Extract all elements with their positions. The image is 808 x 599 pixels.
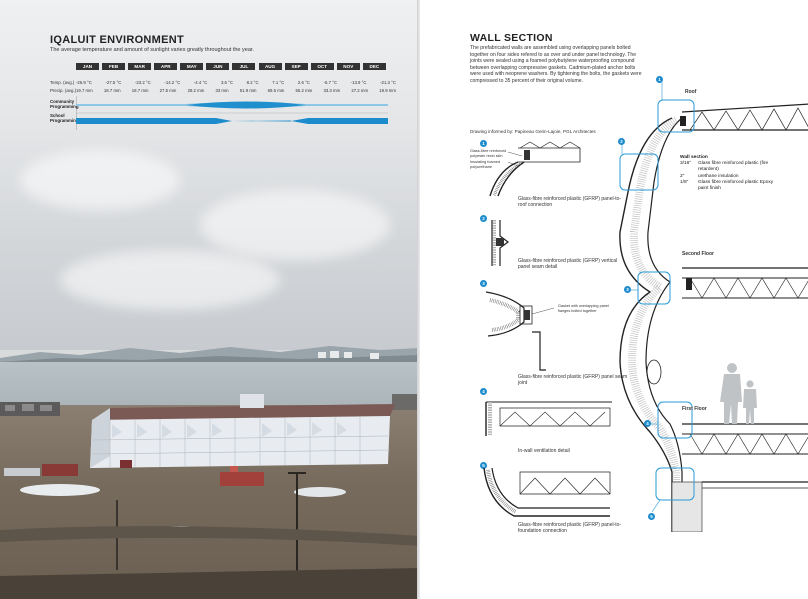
month-label: APR — [154, 63, 178, 70]
temp-value: -14.2 °C — [164, 80, 181, 85]
detail-caption: Glass-fibre reinforced plastic (GFRP) pa… — [518, 522, 622, 534]
layer-thickness: 2" — [680, 173, 685, 179]
detail-caption: Glass-fibre reinforced plastic (GFRP) pa… — [518, 374, 628, 386]
temp-value: -4.4 °C — [193, 80, 208, 85]
precip-value: 19.9 mm — [379, 88, 396, 93]
month-label: JUN — [206, 63, 230, 70]
month-label: MAY — [180, 63, 204, 70]
section-marker: 1 — [656, 76, 663, 83]
month-label: NOV — [336, 63, 360, 70]
programming-bands — [76, 96, 388, 130]
temp-row-label: Temp. (avg.) — [50, 80, 75, 85]
scale-figures — [720, 363, 757, 424]
bay-water — [0, 362, 420, 410]
community-programming-label: Community Programming — [50, 99, 79, 109]
precip-value: 69.5 mm — [267, 88, 285, 93]
month-label: JAN — [76, 63, 99, 70]
detail-5-drawing — [483, 467, 611, 517]
temp-value: -5.7 °C — [323, 80, 337, 85]
detail-3-drawing — [485, 291, 555, 371]
detail-caption: Glass-fibre reinforced plastic (GFRP) pa… — [518, 196, 622, 208]
sky-photo — [0, 0, 420, 350]
temp-value: -27.5 °C — [105, 80, 122, 85]
temp-value: -13.9 °C — [350, 80, 367, 85]
section-marker: 5 — [648, 513, 655, 520]
section-body: The prefabricated walls are assembled us… — [470, 45, 642, 84]
detail-callout: Insulating foamed polyurethane — [470, 160, 500, 169]
detail-marker: 1 — [480, 140, 487, 147]
month-label: JUL — [232, 63, 256, 70]
month-label: FEB — [102, 63, 126, 70]
month-label: OCT — [310, 63, 334, 70]
detail-caption: In-wall ventilation detail — [518, 448, 570, 454]
precip-value: 55.2 mm — [295, 88, 313, 93]
first-floor-label: First Floor — [682, 406, 707, 412]
month-header-row: JAN FEB MAR APR MAY JUN JUL AUG SEP OCT … — [76, 63, 386, 70]
precip-value: 27.5 mm — [159, 88, 177, 93]
section-marker: 4 — [644, 420, 651, 427]
detail-caption: Glass-fibre reinforced plastic (GFRP) ve… — [518, 258, 618, 270]
precip-value: 51.9 mm — [239, 88, 257, 93]
detail-marker: 5 — [480, 462, 487, 469]
detail-marker: 2 — [480, 215, 487, 222]
precip-value: 18.7 mm — [103, 88, 121, 93]
temp-values-row: -26.9 °C -27.5 °C -23.2 °C -14.2 °C -4.4… — [76, 80, 396, 85]
page-title: IQALUIT ENVIRONMENT — [50, 34, 185, 46]
roof-label: Roof — [685, 89, 697, 95]
detail-2-drawing — [491, 220, 509, 266]
month-label: SEP — [284, 63, 308, 70]
precip-value: 33 mm — [215, 88, 229, 93]
layer-thickness: 3/16" — [680, 161, 692, 167]
wall-section-drawing — [619, 82, 808, 532]
page-subtitle: The average temperature and amount of su… — [50, 47, 254, 53]
layer-material: Glass fibre reinforced plastic (fire ret… — [698, 161, 769, 173]
detail-callout: Glass-fibre reinforced polyester resin s… — [470, 149, 507, 158]
school-band — [76, 118, 232, 124]
precip-row-label: Precip. (avg.) — [50, 88, 77, 93]
temp-value: -26.9 °C — [76, 80, 92, 85]
layer-material: Glass fibre reinforced plastic Epoxy pai… — [698, 179, 774, 192]
precip-value: 28.2 mm — [187, 88, 205, 93]
detail-callout: Gasket with overlapping panel flanges bo… — [558, 304, 609, 313]
temp-value: -23.2 °C — [134, 80, 151, 85]
temp-value: 3.6 °C — [220, 80, 233, 85]
temp-value: -21.3 °C — [380, 80, 396, 85]
temp-value: 7.1 °C — [272, 80, 285, 85]
detail-marker: 4 — [480, 388, 487, 395]
left-page: IQALUIT ENVIRONMENT The average temperat… — [0, 0, 420, 599]
section-marker: 2 — [618, 138, 625, 145]
right-page: WALL SECTION The prefabricated walls are… — [420, 0, 808, 599]
precip-values-row: 19.7 mm 18.7 mm 18.7 mm 27.5 mm 28.2 mm … — [76, 88, 396, 93]
temp-value: 2.6 °C — [297, 80, 310, 85]
month-label: DEC — [362, 63, 386, 70]
precip-value: 18.7 mm — [131, 88, 149, 93]
second-floor-label: Second Floor — [682, 251, 714, 257]
temp-value: 8.2 °C — [246, 80, 259, 85]
layer-material: urethane insulation — [698, 173, 739, 179]
building-photo — [0, 394, 420, 599]
month-label: MAR — [128, 63, 152, 70]
precip-value: 27.2 mm — [351, 88, 369, 93]
precip-value: 33.3 mm — [323, 88, 341, 93]
detail-4-drawing — [485, 401, 612, 436]
detail-1-drawing — [489, 141, 581, 197]
section-marker: 3 — [624, 286, 631, 293]
month-label: AUG — [258, 63, 282, 70]
section-title: WALL SECTION — [470, 32, 553, 44]
wall-section-title: Wall section — [680, 155, 708, 160]
school-programming-label: School Programming — [50, 113, 79, 123]
drawing-credit: Drawing informed by: Papineau Gerin-Lajo… — [470, 129, 596, 134]
detail-marker: 3 — [480, 280, 487, 287]
wall-section-legend: Wall section 3/16" Glass fibre reinforce… — [680, 155, 780, 192]
layer-thickness: 1/8" — [680, 179, 689, 185]
precip-value: 19.7 mm — [76, 88, 93, 93]
